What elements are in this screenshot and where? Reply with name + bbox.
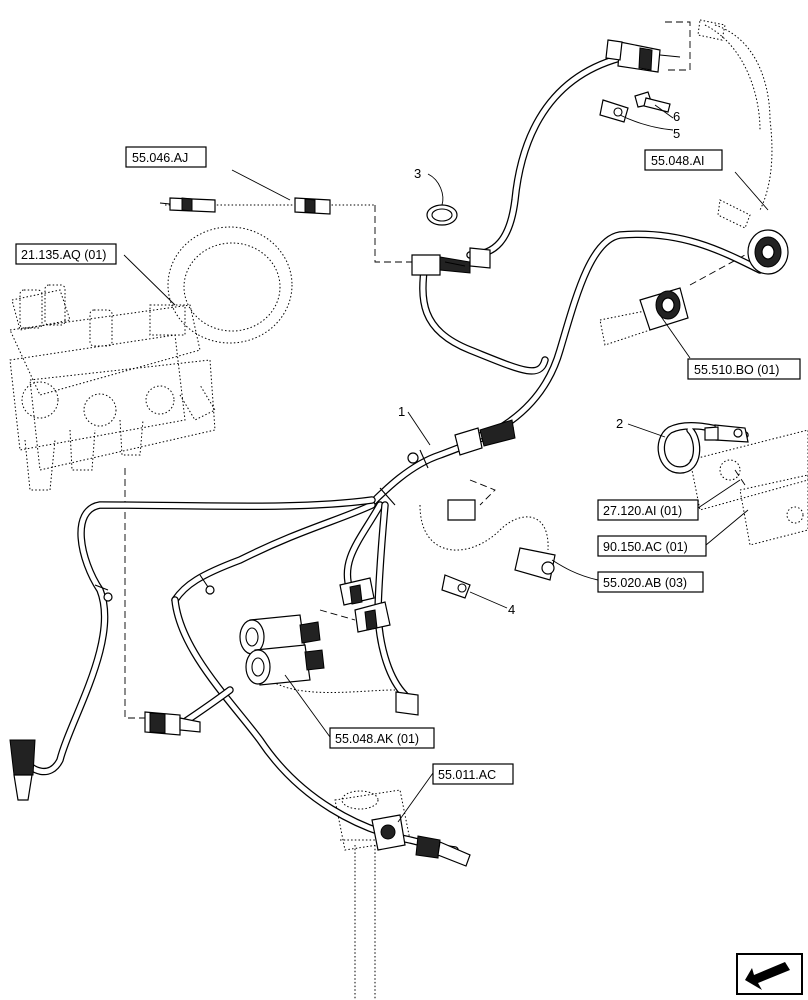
ref-box-27-120-ai[interactable]: 27.120.AI (01) [597, 499, 699, 521]
inline-connector-item-1 [454, 419, 516, 456]
callout-item-6: 6 [673, 109, 680, 124]
ref-box-90-150-ac[interactable]: 90.150.AC (01) [597, 535, 707, 557]
callout-item-1: 1 [398, 404, 405, 419]
ref-label: 55.510.BO (01) [694, 363, 779, 377]
callout-item-3: 3 [414, 166, 421, 181]
solenoid-lead-ghost [269, 679, 396, 693]
temperature-sensor-55-046-aj [159, 197, 331, 215]
ref-label: 55.048.AI [651, 154, 705, 168]
cable-tie-item-3 [426, 204, 458, 226]
frame-bracket-ghost [689, 429, 808, 546]
callout-item-2: 2 [616, 416, 623, 431]
ref-label: 55.046.AJ [132, 151, 188, 165]
sensor-loop-ghost [419, 504, 549, 551]
sensor-ghost [717, 199, 751, 229]
battery-cable-item-2 [657, 421, 749, 474]
ref-box-55-510-bo[interactable]: 55.510.BO (01) [687, 358, 801, 380]
left-harness-connector [144, 711, 201, 736]
ref-label: 27.120.AI (01) [603, 504, 682, 518]
back-arrow-icon[interactable] [736, 953, 803, 995]
ref-box-55-011-ac[interactable]: 55.011.AC [432, 763, 514, 785]
ref-box-21-135-aq[interactable]: 21.135.AQ (01) [15, 243, 117, 265]
ref-label: 90.150.AC (01) [603, 540, 688, 554]
sensor-lead-ghost-2 [704, 24, 761, 131]
harness-clamps [94, 449, 429, 602]
dashed-connections [124, 21, 746, 719]
central-connector-pair [411, 247, 491, 276]
ref-box-55-048-ai[interactable]: 55.048.AI [644, 149, 723, 171]
solenoid-coils-55-048-ak [239, 577, 419, 716]
ref-label: 55.011.AC [438, 768, 496, 782]
plug-ghost [599, 309, 651, 346]
top-harness-connector [605, 39, 681, 73]
ref-box-55-020-ab[interactable]: 55.020.AB (03) [597, 571, 704, 593]
upper-right-plug-ghost [697, 19, 726, 41]
ref-label: 55.048.AK (01) [335, 732, 419, 746]
callout-item-4: 4 [508, 602, 515, 617]
sensor-connector-loop [447, 499, 556, 581]
bolt-item-6 [634, 91, 671, 113]
ref-label: 21.135.AQ (01) [21, 248, 106, 262]
round-connector [747, 229, 789, 275]
ground-eyelet-item-4 [441, 574, 471, 599]
ref-label: 55.020.AB (03) [603, 576, 687, 590]
plug-55-510-bo [639, 287, 689, 331]
ref-box-55-048-ak[interactable]: 55.048.AK (01) [329, 727, 435, 749]
far-left-plug [9, 739, 36, 801]
leader-lines [123, 104, 769, 823]
ref-box-55-046-aj[interactable]: 55.046.AJ [125, 146, 207, 168]
ground-terminal-item-5 [599, 99, 629, 123]
sensor-55-011-ac [371, 814, 471, 867]
hydraulic-valve-block-ghost [9, 226, 293, 491]
callout-item-5: 5 [673, 126, 680, 141]
